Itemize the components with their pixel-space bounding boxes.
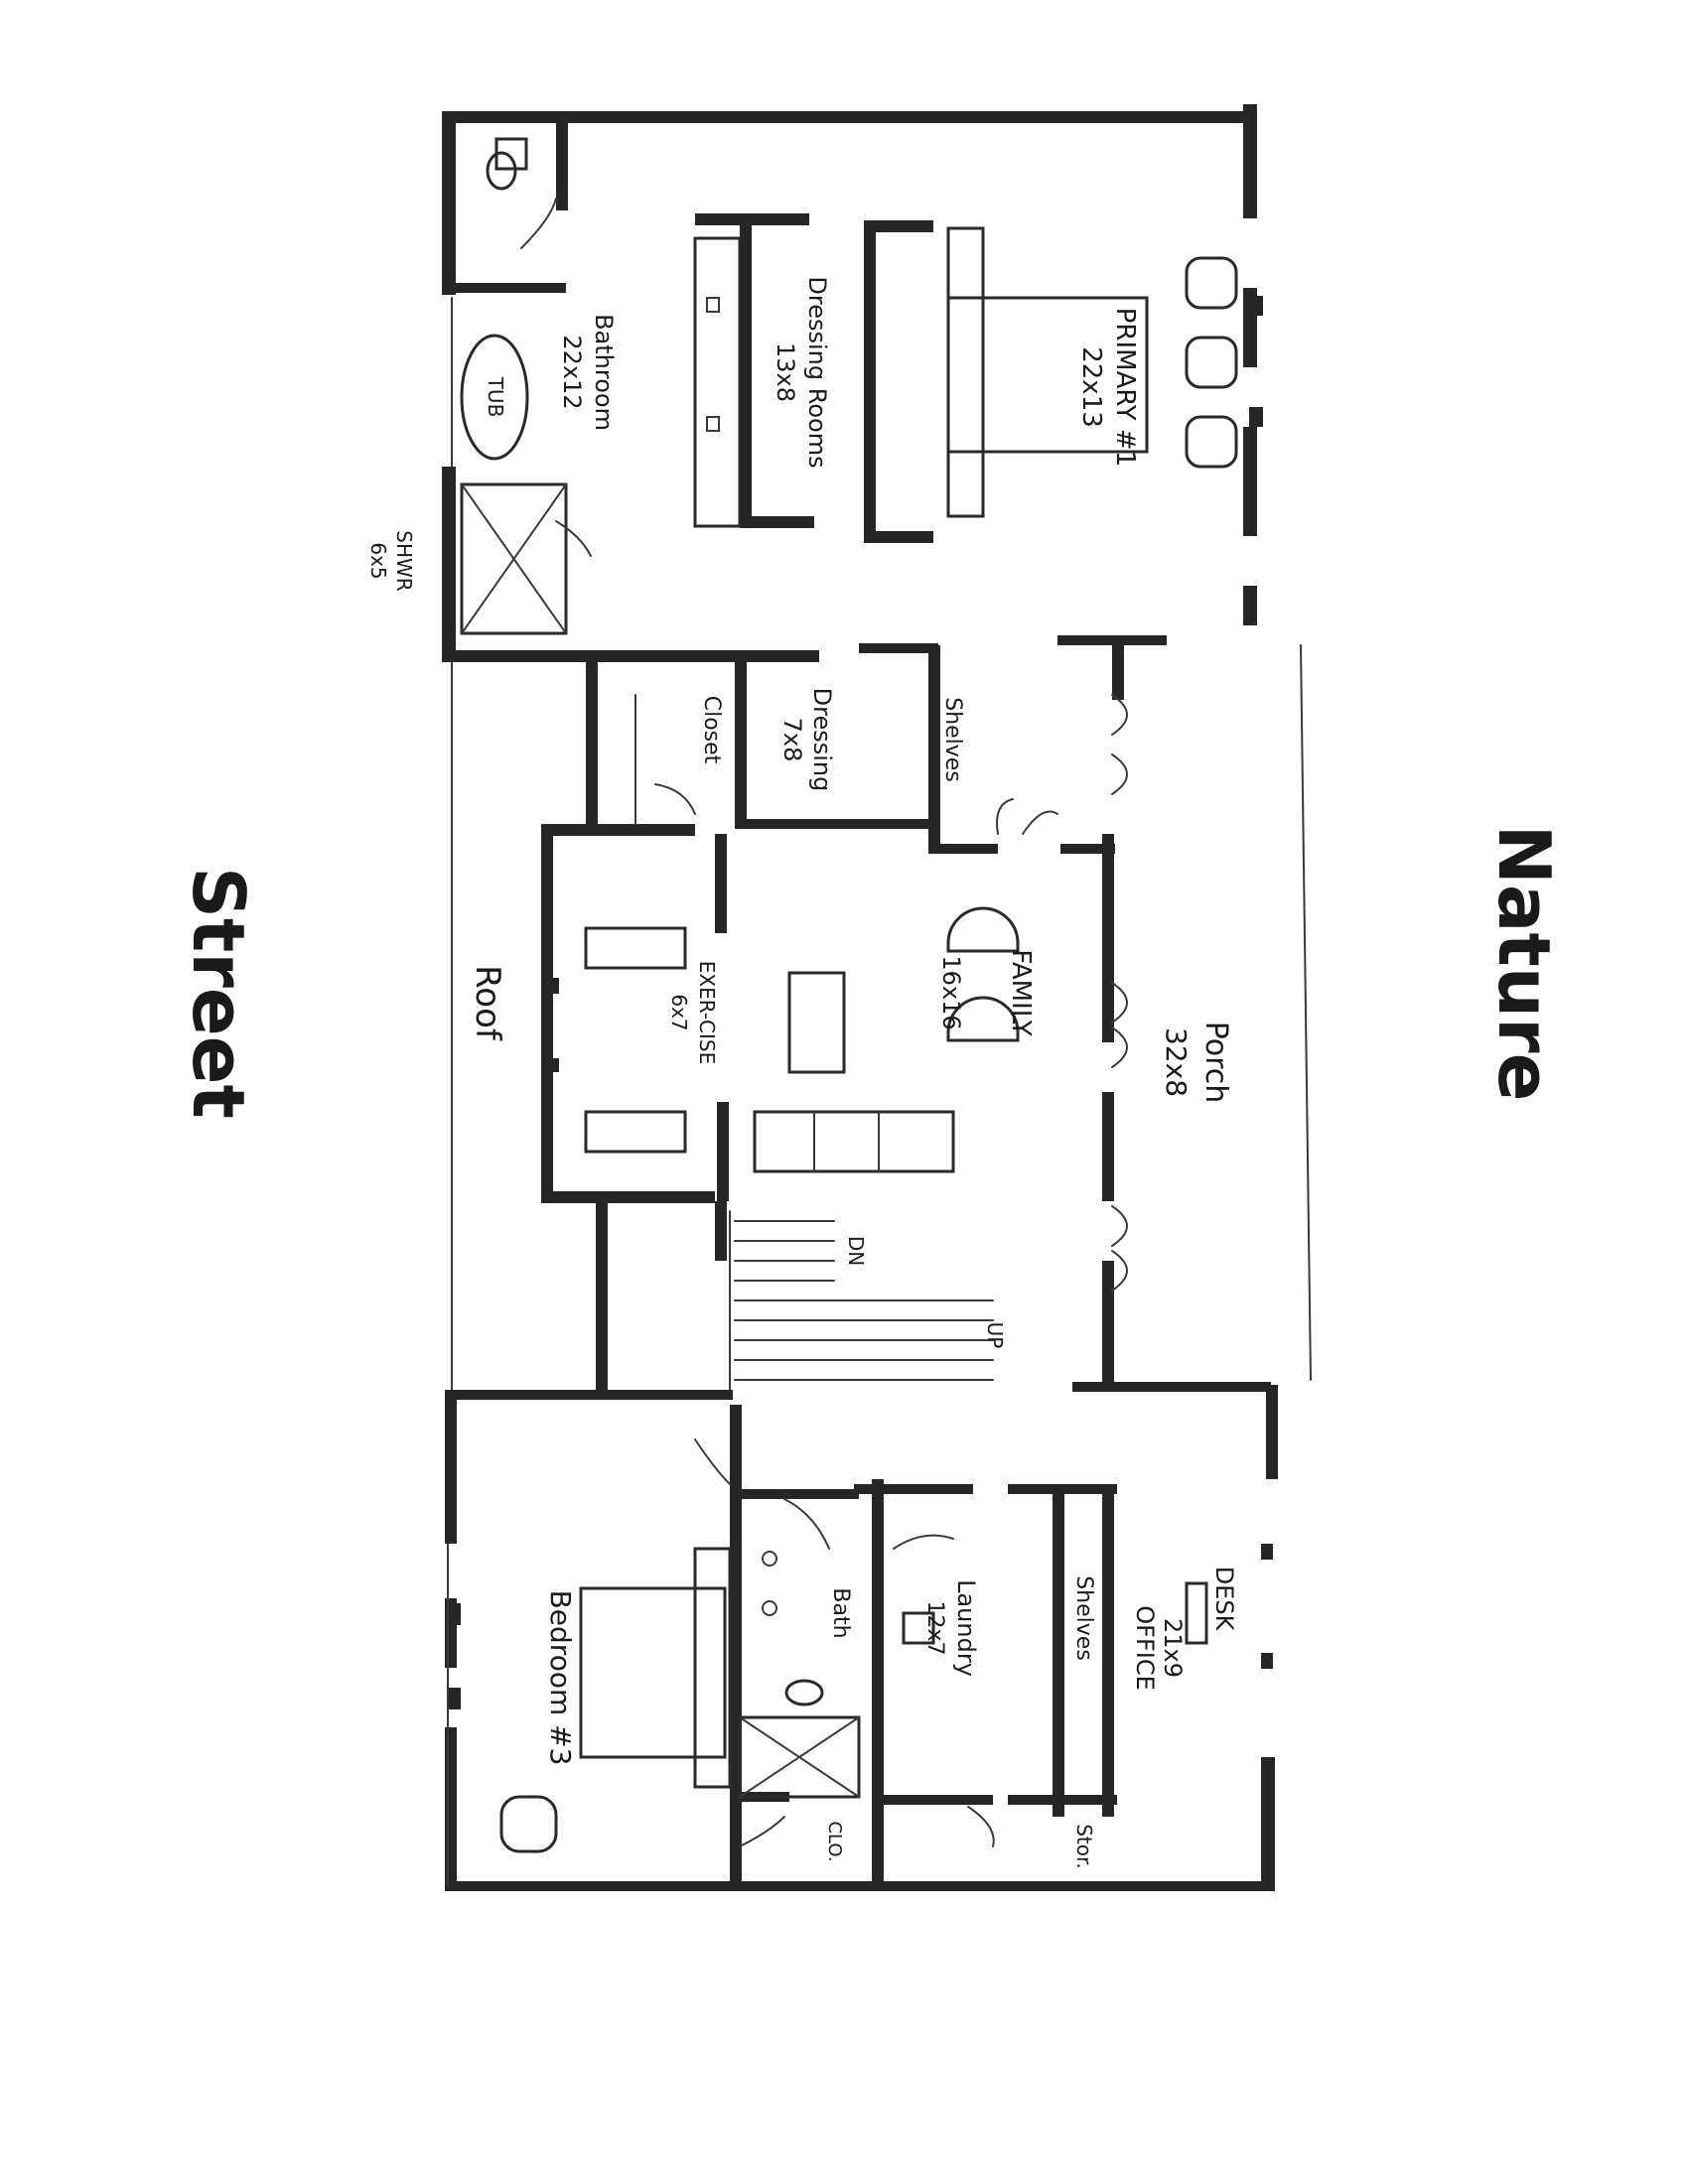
- desk-text: DESK: [1210, 1567, 1238, 1632]
- shower-label: SHWR 6x5: [366, 530, 416, 592]
- dressing-size: 7x8: [778, 718, 806, 762]
- stair-treads: [729, 1210, 994, 1391]
- porch-size: 32x8: [1160, 1027, 1193, 1097]
- primary-label: PRIMARY #1 22x13: [1076, 308, 1140, 468]
- primary-size: 22x13: [1076, 346, 1106, 428]
- tub-text: TUB: [484, 376, 507, 418]
- roof-text: Roof: [468, 965, 507, 1041]
- shelves-lower-label: Shelves: [1071, 1575, 1096, 1661]
- porch-name: Porch: [1198, 1022, 1233, 1104]
- family-label: FAMILY 16x16: [937, 949, 1036, 1035]
- roof-label: Roof: [468, 965, 507, 1041]
- clo-text: CLO.: [824, 1821, 845, 1861]
- exercise-name: EXER-CISE: [695, 961, 719, 1064]
- laundry-name: Laundry: [952, 1579, 980, 1677]
- dressing-rooms-size: 13x8: [772, 342, 799, 402]
- office-label: OFFICE 21x9: [1131, 1605, 1187, 1691]
- window-marks: [447, 296, 1273, 1887]
- tub-label: TUB: [484, 376, 507, 418]
- dressing-rooms-label: Dressing Rooms 13x8: [772, 276, 831, 468]
- dressing-rooms-name: Dressing Rooms: [803, 276, 831, 468]
- nature-text: Nature: [1482, 825, 1566, 1102]
- shower-name: SHWR: [392, 530, 416, 592]
- shower-size: 6x5: [366, 542, 390, 579]
- bath-label: Bath: [828, 1587, 853, 1638]
- street-label: Street: [177, 867, 260, 1119]
- bathroom-label: Bathroom 22x12: [558, 314, 618, 431]
- exterior-walls: [442, 104, 1312, 1891]
- closet-label: Closet: [699, 696, 724, 764]
- exercise-size: 6x7: [667, 994, 691, 1030]
- stair-dn-label: DN: [844, 1236, 868, 1266]
- family-size: 16x16: [937, 955, 965, 1029]
- closet-text: Closet: [699, 696, 724, 764]
- exercise-label: EXER-CISE 6x7: [667, 961, 719, 1064]
- family-name: FAMILY: [1006, 949, 1036, 1035]
- bathroom-name: Bathroom: [590, 314, 618, 431]
- desk-label: DESK: [1210, 1567, 1238, 1632]
- shelves-lower-text: Shelves: [1071, 1575, 1096, 1661]
- street-text: Street: [177, 867, 260, 1119]
- bath-text: Bath: [828, 1587, 853, 1638]
- dressing-name: Dressing: [808, 688, 836, 792]
- fixtures: [460, 137, 1238, 1853]
- dressing-label: Dressing 7x8: [778, 688, 836, 792]
- nature-label: Nature: [1482, 825, 1566, 1102]
- bathroom-size: 22x12: [558, 335, 586, 409]
- doors: [520, 198, 1128, 1847]
- stor-text: Stor.: [1072, 1824, 1096, 1869]
- laundry-size: 12x7: [922, 1600, 947, 1655]
- stair-dn-text: DN: [844, 1236, 868, 1266]
- clo-label: CLO.: [824, 1821, 845, 1861]
- stair-up-text: UP: [983, 1322, 1007, 1349]
- bedroom3-name: Bedroom #3: [544, 1590, 577, 1766]
- stair-up-label: UP: [983, 1322, 1007, 1349]
- shelves-upper-label: Shelves: [940, 697, 965, 782]
- bedroom3-label: Bedroom #3: [544, 1590, 577, 1766]
- stor-label: Stor.: [1072, 1824, 1096, 1869]
- laundry-label: Laundry 12x7: [922, 1579, 980, 1677]
- office-name: OFFICE: [1131, 1605, 1159, 1691]
- office-size: 21x9: [1159, 1618, 1187, 1678]
- primary-name: PRIMARY #1: [1110, 308, 1140, 468]
- porch-label: Porch 32x8: [1160, 1022, 1233, 1104]
- shelves-upper-text: Shelves: [940, 697, 965, 782]
